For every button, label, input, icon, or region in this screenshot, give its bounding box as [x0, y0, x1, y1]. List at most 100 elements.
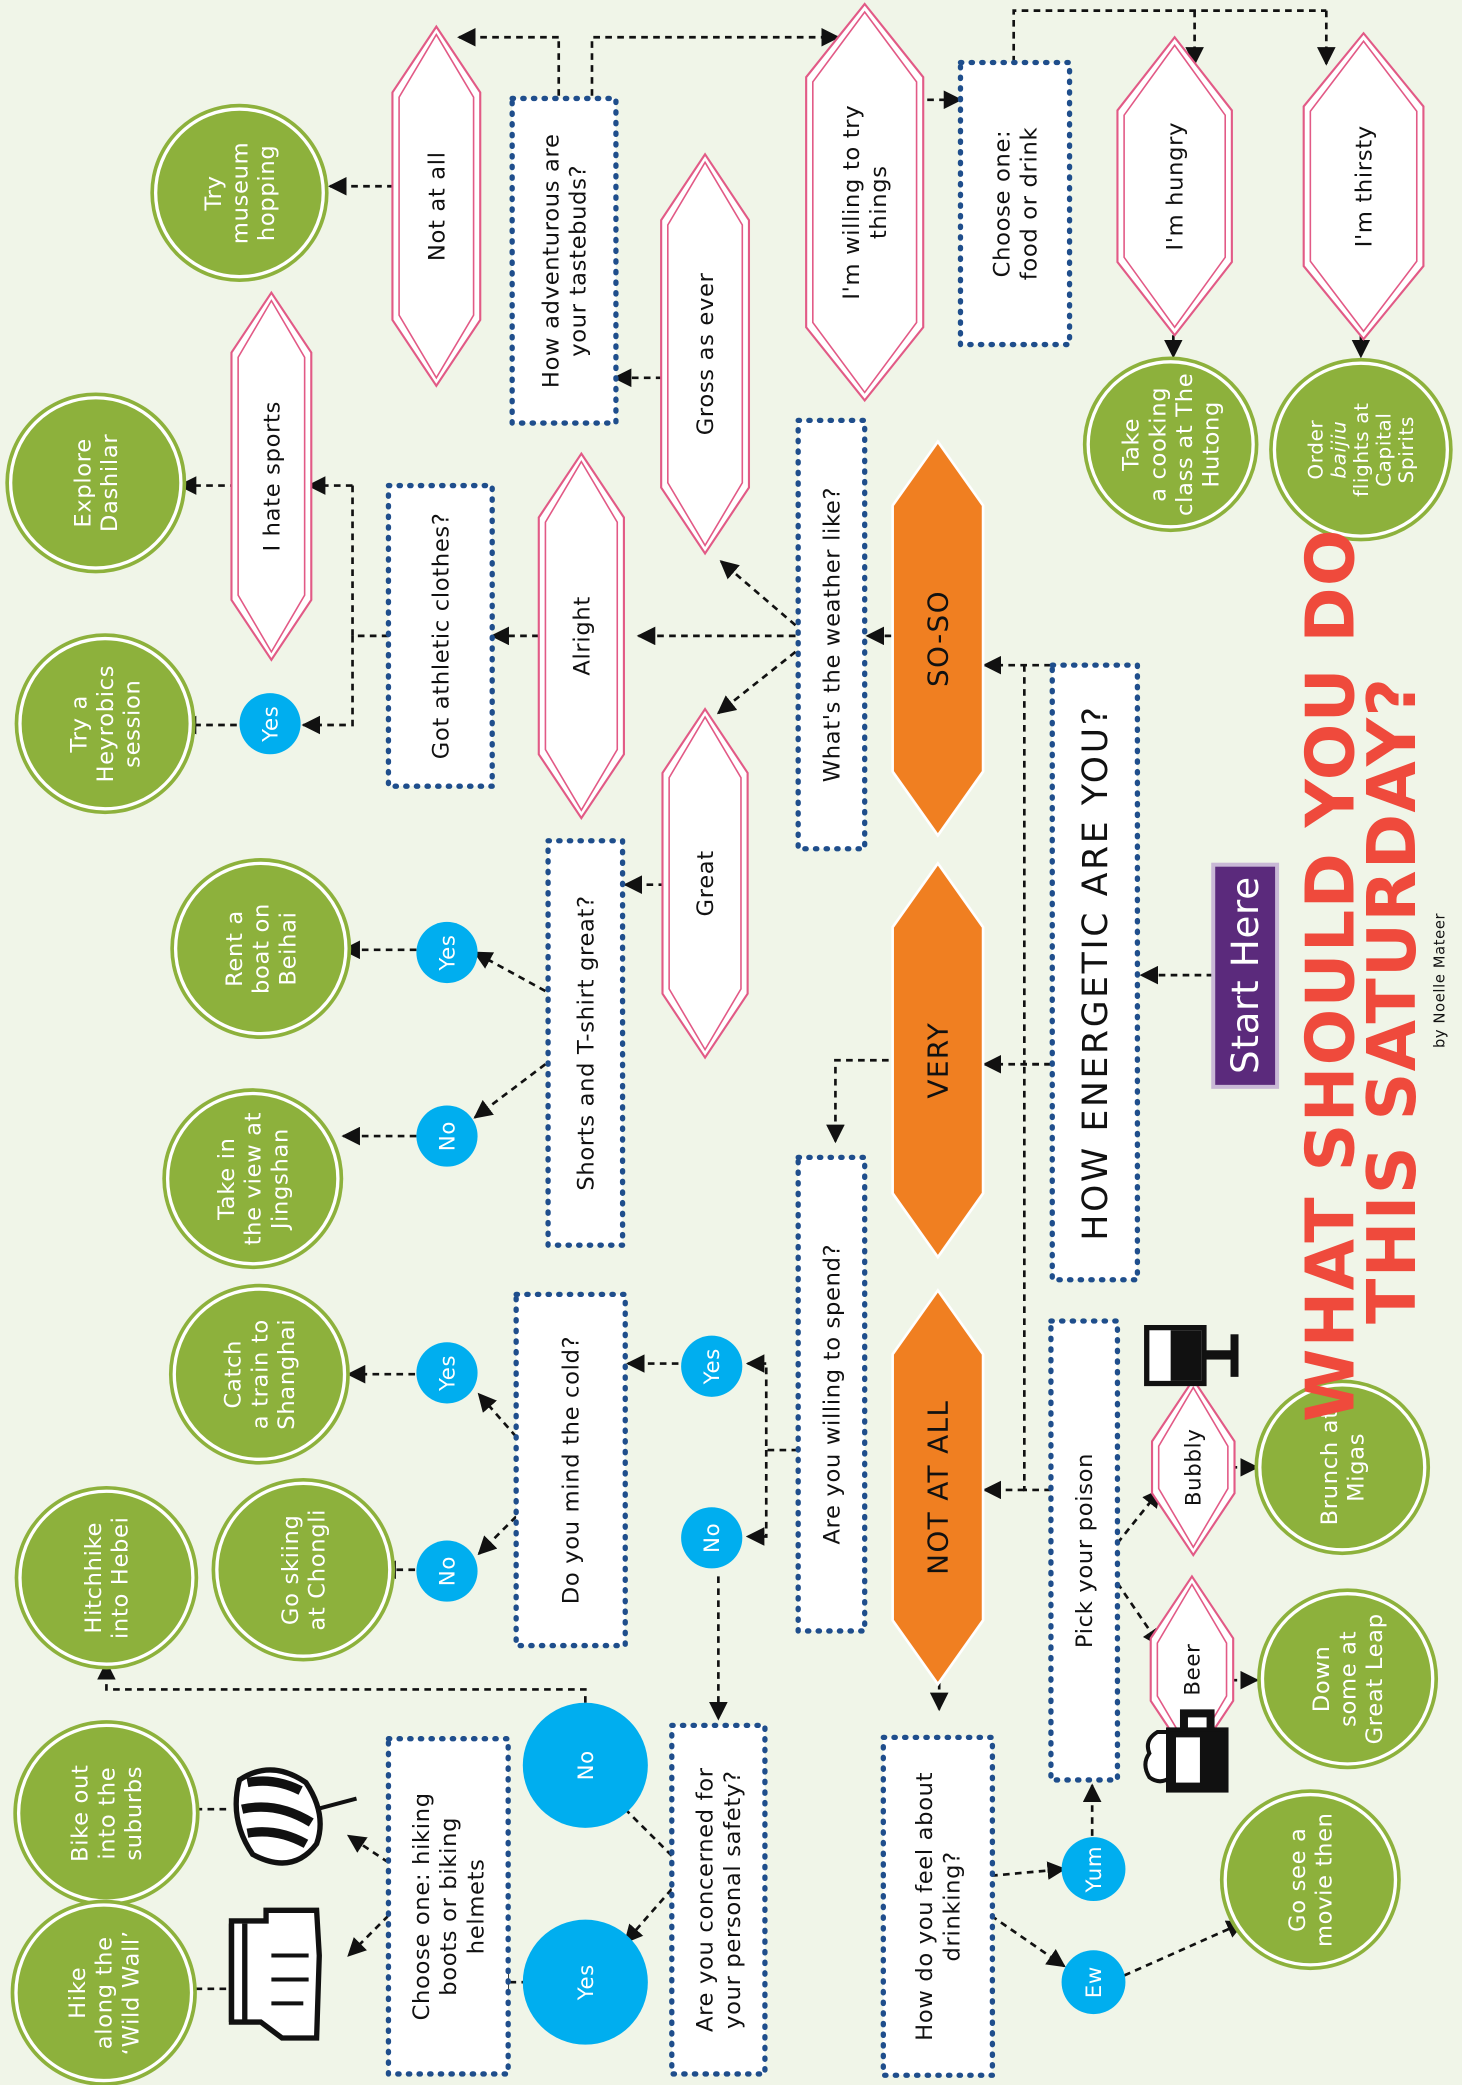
hexagon-label: I'm thirsty: [1351, 125, 1377, 247]
q-food-drink: Choose one:food or drink: [957, 59, 1073, 348]
answer-yes: Yes: [416, 1342, 478, 1404]
answer-circle: [416, 1105, 478, 1167]
answer-circle: [522, 1702, 648, 1828]
activity-dashilar: ExploreDashilar: [5, 392, 187, 574]
q-tshirt: Shorts and T-shirt great?: [545, 838, 626, 1248]
activity-label: Trymuseumhopping: [201, 142, 280, 244]
connector-arrow: [624, 1888, 673, 1944]
answer-label: Ew: [1082, 1966, 1107, 1998]
connector-arrow: [477, 1392, 518, 1438]
q-tastebuds: How adventurous areyour tastebuds?: [509, 95, 619, 426]
question-box-border: [385, 1736, 511, 2077]
activity-circle: [14, 1903, 194, 2083]
activity-label: Bike outinto thesuburbs: [68, 1764, 147, 1862]
energy-label: VERY: [922, 1022, 955, 1099]
q-energy: HOW ENERGETIC ARE YOU?: [1049, 662, 1141, 1283]
answer-yum: Yum: [1061, 1837, 1126, 1901]
question-label: Choose one:food or drink: [989, 127, 1042, 281]
activity-circle: [153, 107, 325, 279]
answer-circle: [1061, 1837, 1126, 1901]
activity-baijiu: Orderbaijiuflights atCapitalSpirits: [1269, 357, 1453, 542]
energy-label: SO-SO: [922, 590, 955, 687]
q-weather: What's the weather like?: [795, 417, 868, 852]
energy-not-at-all: NOT AT ALL: [891, 1288, 985, 1687]
q-poison: Pick your poison: [1048, 1318, 1121, 1783]
answer-label: No: [435, 1556, 460, 1586]
answer-yes: Yes: [681, 1335, 743, 1397]
connector-arrow: [301, 635, 354, 735]
question-boxes: How adventurous areyour tastebuds? Choose…: [385, 59, 1141, 2078]
hexagon-label: Alright: [569, 596, 595, 676]
activity-label: Downsome atGreat Leap: [1309, 1613, 1388, 1744]
activity-circle: [1260, 1592, 1435, 1766]
answer-circle: [681, 1335, 743, 1397]
connector-arrow: [716, 650, 797, 715]
hexagon-inner: [812, 10, 918, 394]
activity-shanghai: Catcha train toShanghai: [168, 1283, 350, 1465]
hex-willing: I'm willing to trythings: [805, 2, 925, 403]
hex-hungry: I'm hungry: [1116, 35, 1233, 337]
activity-label: Take inthe view atJingshan: [214, 1112, 293, 1246]
answer-circle: [416, 921, 478, 984]
hexagon-inner: [668, 715, 742, 1052]
activity-label: Try aHeyrobicssession: [66, 665, 145, 783]
activity-circle: [1272, 361, 1450, 538]
activity-circle: [165, 1091, 340, 1266]
title-line-1: WHAT SHOULD YOU DO: [1292, 528, 1370, 1422]
hexagon-label: I'm hungry: [1163, 122, 1189, 251]
byline: by Noelle Mateer: [1432, 913, 1449, 1049]
hex-gross: Gross as ever: [660, 152, 751, 556]
q-gear: Choose one: hikingboots or bikinghelmets: [385, 1736, 511, 2077]
hex-bubbly: Bubbly: [1150, 1377, 1236, 1558]
answer-circle: [239, 693, 301, 755]
q-athletic: Got athletic clothes?: [385, 482, 495, 789]
activity-label: Hikealong the‘Wild Wall’: [65, 1930, 144, 2055]
answer-no: No: [416, 1540, 478, 1602]
question-box-border: [669, 1722, 768, 2077]
question-label: Are you willing to spend?: [819, 1244, 845, 1545]
answer-label: Yes: [700, 1348, 725, 1385]
activity-circle: [8, 396, 183, 570]
hexagon-label: Gross as ever: [693, 272, 719, 435]
hexagon-label: Great: [693, 850, 719, 916]
question-box-border: [385, 482, 495, 789]
hexagon-label: Beer: [1180, 1643, 1205, 1695]
hex-hate-sports: I hate sports: [230, 290, 313, 662]
question-label: Shorts and T-shirt great?: [573, 895, 599, 1190]
energy-shape: [891, 439, 985, 838]
connector-arrow: [346, 1834, 390, 1864]
title-line-2: THIS SATURDAY?: [1353, 677, 1431, 1324]
start-here-label: Start Here: [1223, 876, 1267, 1074]
question-box-border: [509, 95, 619, 426]
answer-circle: [416, 1342, 478, 1404]
connector-arrow: [719, 560, 797, 627]
q-spend: Are you willing to spend?: [795, 1154, 868, 1634]
hexagon-inner: [544, 460, 619, 812]
answer-label: Yes: [574, 1964, 599, 2001]
activity-label: Rent aboat onBeihai: [222, 903, 301, 994]
connector-arrow: [826, 1058, 889, 1144]
connector-arrow: [990, 1861, 1067, 1880]
energy-very: VERY: [891, 861, 985, 1260]
activity-circle: [1086, 360, 1255, 529]
connector-line: [1023, 1064, 1051, 1492]
activity-circle: [18, 636, 192, 811]
answer-no: No: [522, 1702, 648, 1828]
question-box-border: [545, 838, 626, 1248]
connector-line: [1023, 665, 1051, 1066]
answer-ew: Ew: [1061, 1950, 1126, 2015]
question-label: Choose one: hikingboots or bikinghelmets: [409, 1792, 489, 2020]
activity-bike: Bike outinto thesuburbs: [13, 1720, 200, 1907]
answer-label: Yes: [435, 934, 460, 971]
activity-circle: [18, 1489, 195, 1666]
activity-heyrobics: Try aHeyrobicssession: [14, 633, 196, 815]
answer-label: No: [435, 1121, 460, 1151]
start-here: Start Here: [1211, 862, 1280, 1089]
answer-label: Yes: [435, 1355, 460, 1392]
question-label: Do you mind the cold?: [559, 1336, 585, 1605]
